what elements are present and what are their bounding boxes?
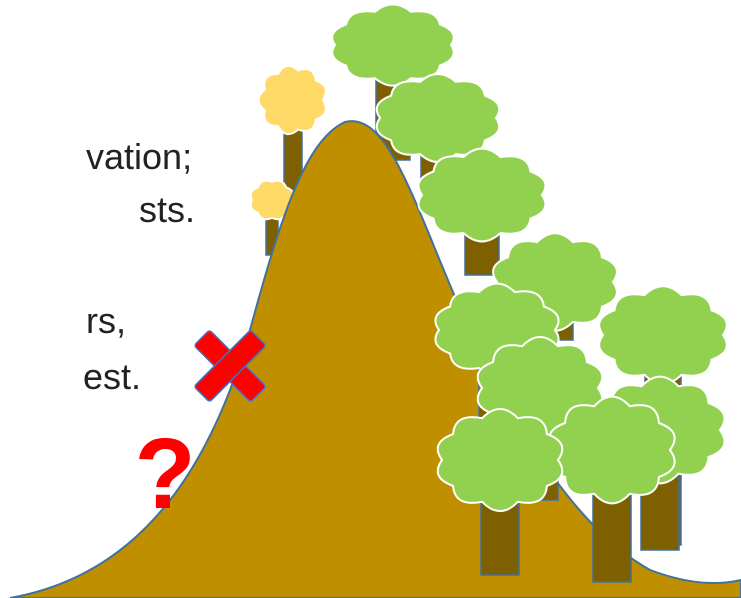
tree-canopy <box>438 409 563 511</box>
tree-canopy <box>599 286 727 384</box>
tree-canopy <box>549 397 674 504</box>
tree-canopy <box>259 66 326 134</box>
tree-canopy <box>419 149 546 242</box>
question-mark-icon: ? <box>134 418 195 530</box>
